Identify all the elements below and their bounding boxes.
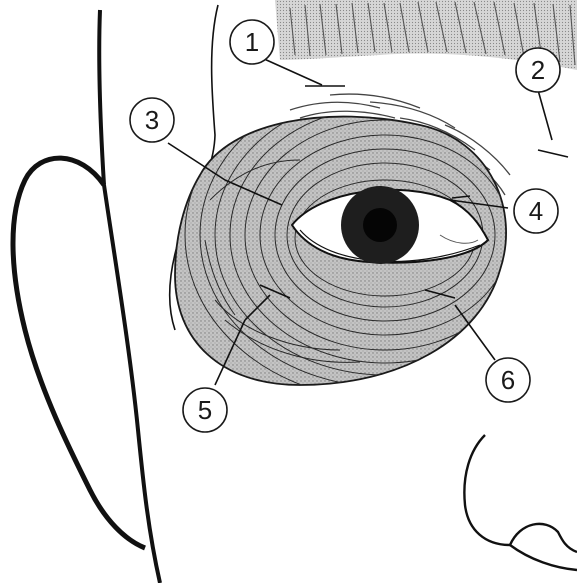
callout-5-label: 5 [198, 395, 212, 425]
callout-6: 6 [486, 358, 530, 402]
callout-1-label: 1 [245, 27, 259, 57]
ear [13, 10, 160, 583]
callout-2: 2 [516, 48, 560, 92]
pupil [363, 208, 397, 242]
nose [464, 435, 577, 570]
callout-5: 5 [183, 388, 227, 432]
callout-4: 4 [514, 189, 558, 233]
callout-6-label: 6 [501, 365, 515, 395]
callout-3: 3 [130, 98, 174, 142]
callout-2-label: 2 [531, 55, 545, 85]
callout-4-label: 4 [529, 196, 543, 226]
callout-3-label: 3 [145, 105, 159, 135]
callout-1: 1 [230, 20, 274, 64]
